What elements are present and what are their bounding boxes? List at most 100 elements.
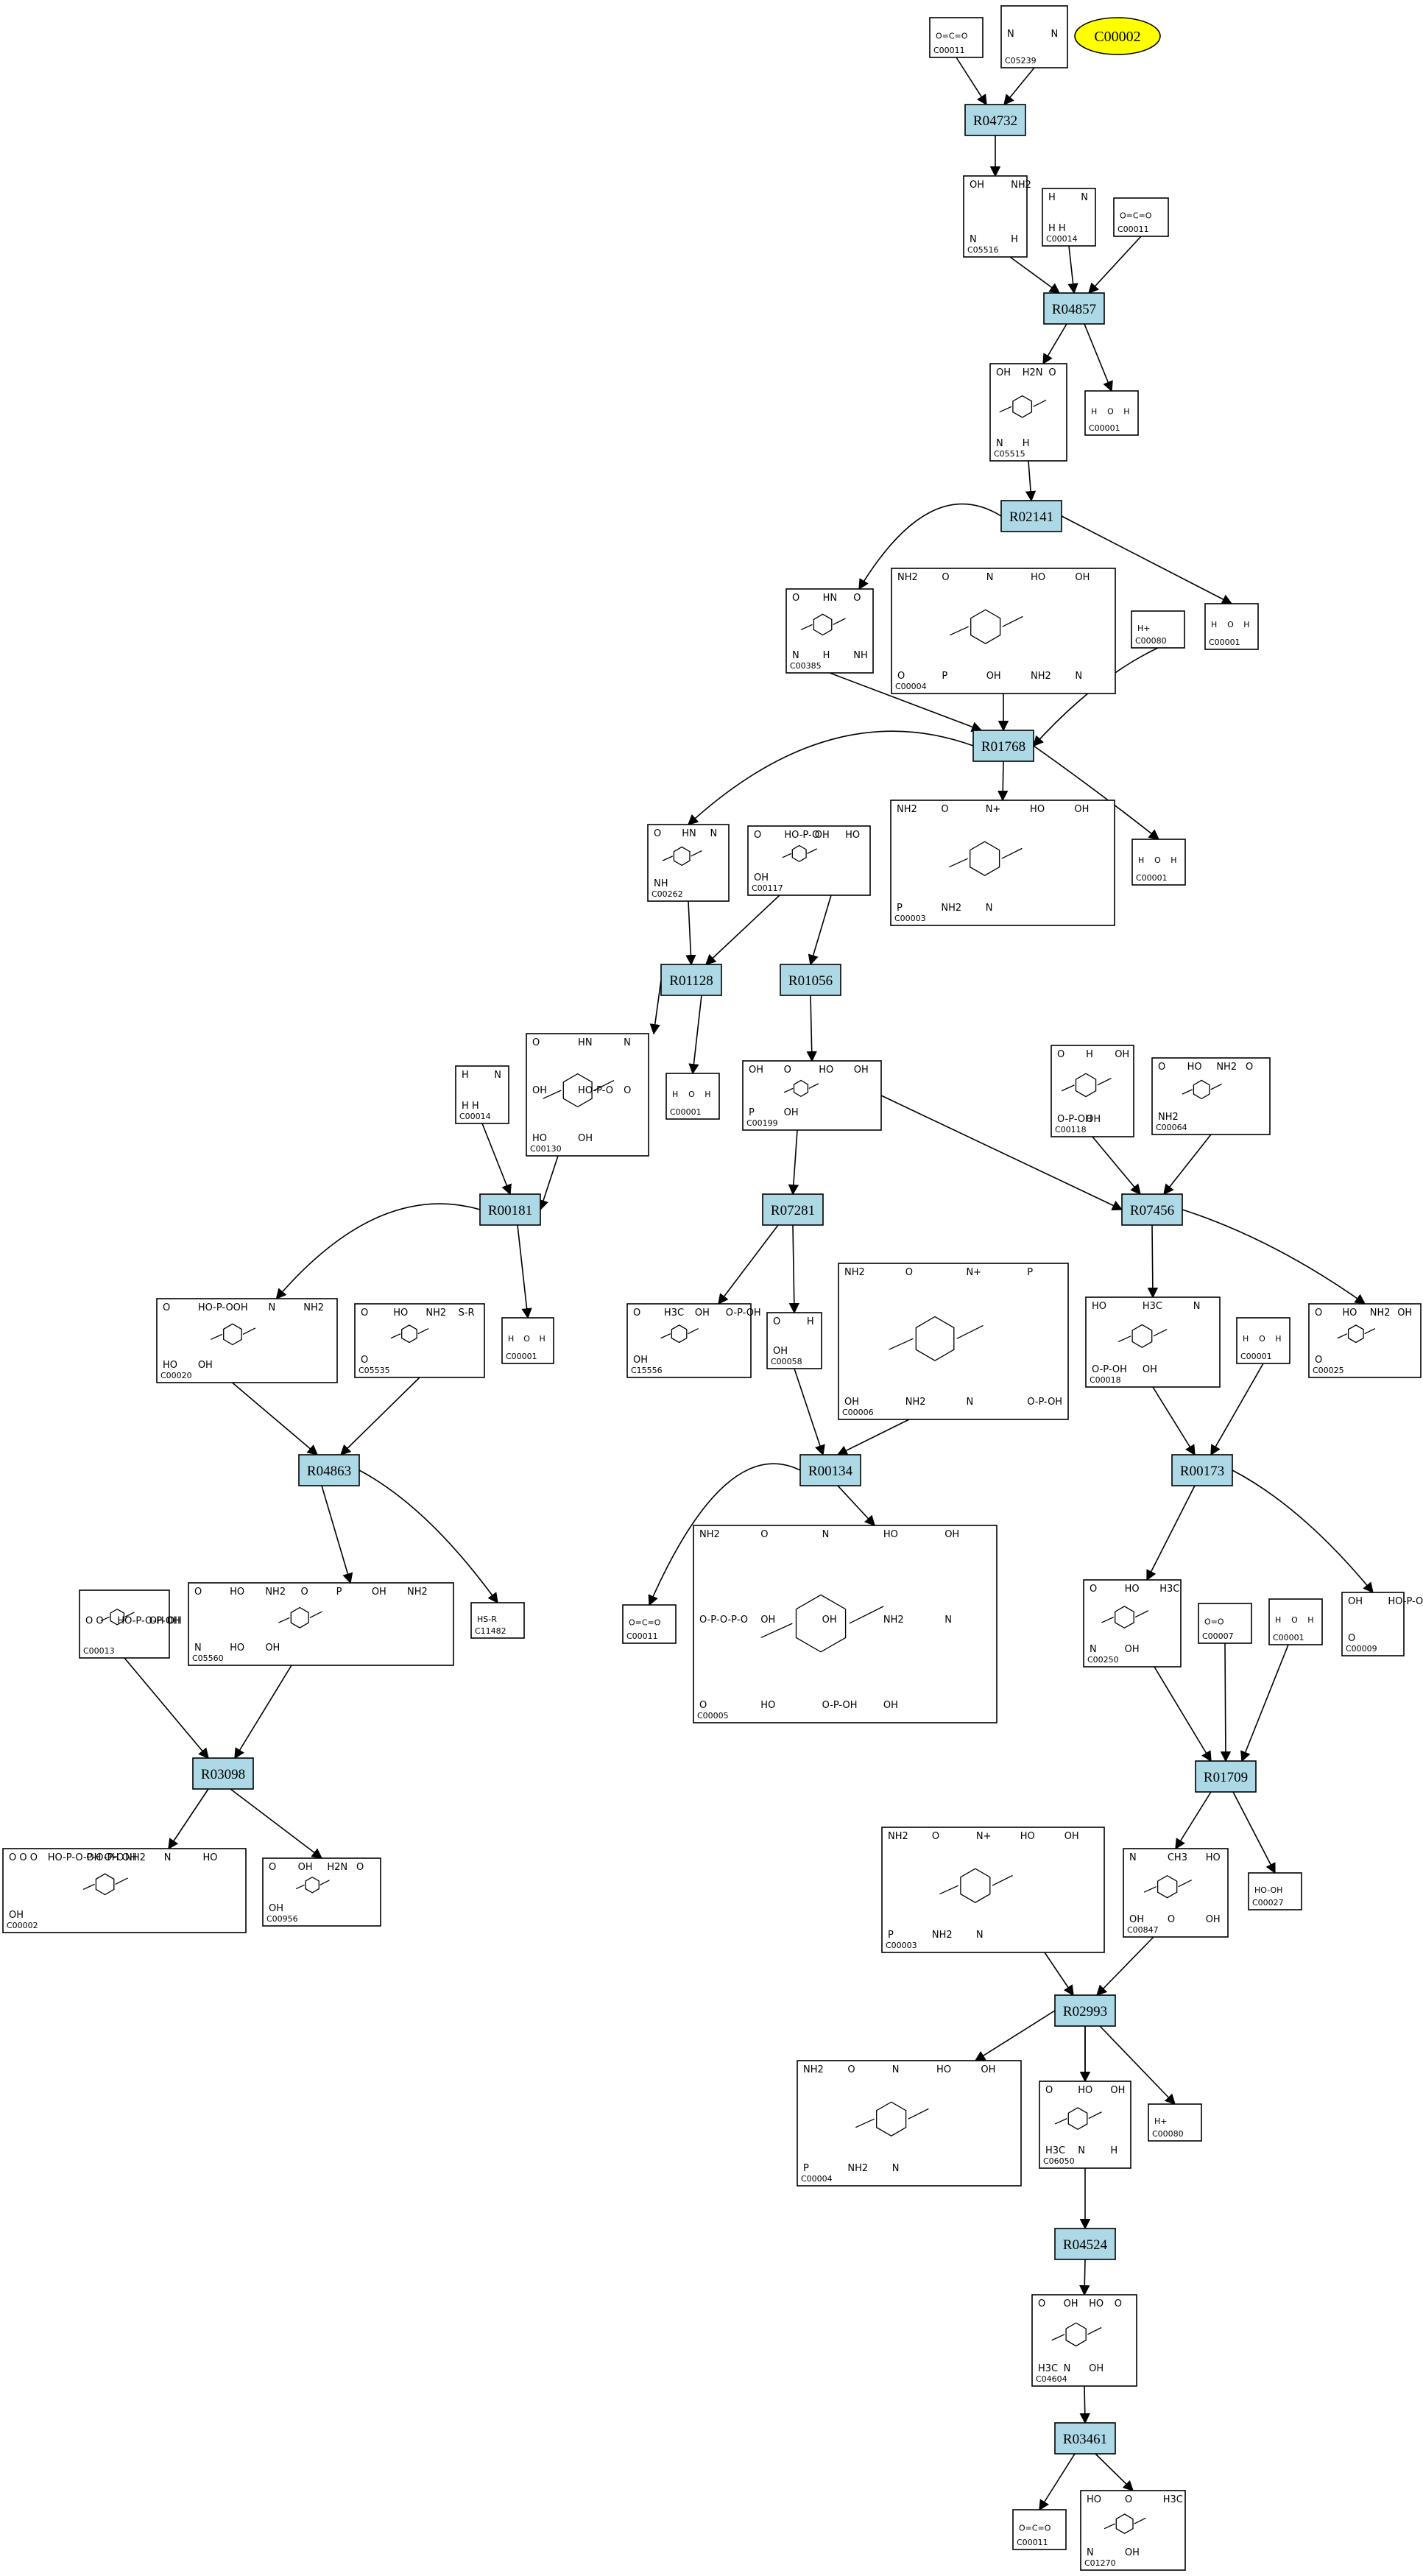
edge-c00020-R04863 [231, 1382, 319, 1455]
atom-label: OH [578, 1133, 593, 1144]
reaction-r00173[interactable]: R00173 [1171, 1454, 1233, 1486]
reaction-r03098[interactable]: R03098 [192, 1757, 254, 1790]
reaction-r01056[interactable]: R01056 [780, 964, 841, 996]
reaction-r01768[interactable]: R01768 [972, 730, 1034, 762]
atom-label: O-P-OH [1092, 1364, 1127, 1375]
atom-label: H3C [1159, 1584, 1179, 1595]
atom-label: O [1315, 1355, 1322, 1366]
edge-R07456-c00025 [1182, 1209, 1366, 1305]
reaction-r04863[interactable]: R04863 [298, 1454, 360, 1486]
atom-label: OH OH OH [86, 1852, 136, 1863]
atom-label: NH2 [265, 1587, 286, 1598]
atom-label: NH2 [847, 2163, 868, 2174]
atom-label: OH [822, 1615, 837, 1626]
compound-c00080b[interactable]: H+C00080 [1148, 2103, 1202, 2142]
atom-label: N [194, 1642, 202, 1654]
edge-c04604-R03461 [1079, 2385, 1090, 2424]
atom-label: HO [1206, 1852, 1221, 1863]
atom-label: HO [819, 1065, 833, 1076]
atom-label: O [1227, 620, 1234, 629]
reaction-r04524[interactable]: R04524 [1054, 2228, 1116, 2260]
atom-label: N [268, 1302, 275, 1313]
reaction-r04857[interactable]: R04857 [1043, 292, 1105, 325]
atom-label: HS-R [477, 1615, 497, 1624]
atom-label: O [853, 593, 861, 604]
reaction-r01709[interactable]: R01709 [1195, 1760, 1257, 1793]
reaction-r00181[interactable]: R00181 [479, 1193, 541, 1226]
reaction-r04732[interactable]: R04732 [964, 104, 1026, 136]
compound-id-label: C00001 [1136, 873, 1168, 883]
highlight-node[interactable]: C00002 [1074, 17, 1161, 55]
edge-c00385-R01768 [829, 672, 983, 733]
reaction-r02993[interactable]: R02993 [1054, 1994, 1116, 2027]
atom-label: H [807, 1316, 814, 1327]
reaction-r00134[interactable]: R00134 [799, 1454, 861, 1486]
atom-label: O [1168, 1914, 1175, 1925]
atom-label: NH2 [905, 1397, 926, 1408]
edge-c00262-R01128 [685, 900, 696, 966]
reaction-r01128[interactable]: R01128 [660, 964, 722, 996]
reaction-r07281[interactable]: R07281 [762, 1193, 824, 1226]
edge-R03098-c00956 [230, 1788, 323, 1859]
atom-label: O [847, 2064, 855, 2075]
reaction-r03461[interactable]: R03461 [1054, 2422, 1116, 2455]
reaction-r07456[interactable]: R07456 [1121, 1193, 1183, 1226]
compound-id-label: C00001 [506, 1352, 537, 1361]
compound-c00080a[interactable]: H+C00080 [1131, 610, 1185, 649]
reaction-r02141[interactable]: R02141 [1000, 500, 1062, 532]
